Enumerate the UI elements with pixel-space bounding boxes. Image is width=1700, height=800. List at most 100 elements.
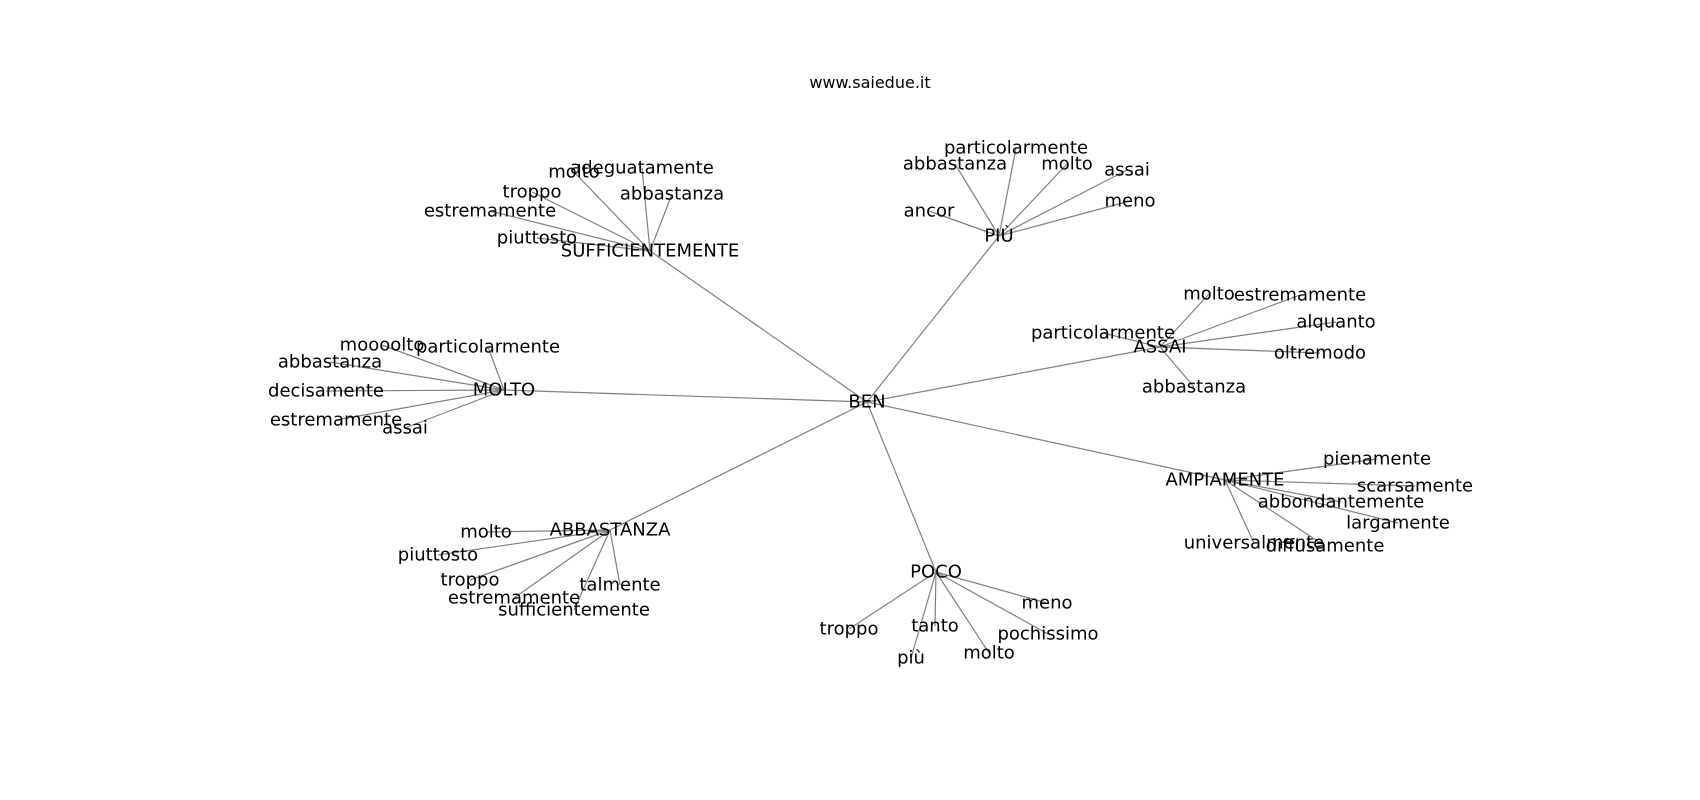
edge-hub-leaf	[609, 529, 621, 586]
edge-hub-leaf	[935, 571, 990, 654]
edge-hub-leaf	[998, 147, 1017, 237]
edge-hub-leaf	[573, 171, 651, 252]
leaf-node: molto	[1041, 154, 1093, 175]
leaf-node: più	[897, 648, 925, 669]
leaf-node: abbondantemente	[1258, 492, 1424, 513]
hub-node: SUFFICIENTEMENTE	[561, 241, 739, 262]
leaf-node: piuttosto	[497, 228, 577, 249]
edge-root-hub	[866, 401, 937, 573]
edge-hub-leaf	[573, 529, 611, 611]
hub-node: PIÙ	[984, 225, 1013, 247]
leaf-node: assai	[1104, 160, 1150, 181]
leaf-node: estremamente	[424, 201, 556, 222]
leaf-node: alquanto	[1296, 312, 1375, 333]
edge-hub-leaf	[1224, 479, 1255, 544]
leaf-node: largamente	[1346, 513, 1450, 534]
leaf-node: assai	[382, 418, 428, 439]
edge-hub-leaf	[998, 200, 1131, 237]
edge-hub-leaf	[1224, 479, 1342, 503]
leaf-node: particolarmente	[1031, 323, 1175, 344]
hub-node: POCO	[910, 562, 962, 583]
edge-root-hub	[866, 235, 1000, 403]
edge-root-hub	[609, 401, 868, 531]
edge-hub-leaf	[1159, 346, 1321, 354]
edge-hub-leaf	[536, 237, 651, 252]
leaf-node: troppo	[503, 182, 562, 203]
edge-hub-leaf	[329, 361, 505, 391]
leaf-node: molto	[963, 643, 1015, 664]
edge-hub-leaf	[928, 210, 1000, 237]
edge-hub-leaf	[404, 389, 505, 429]
edge-hub-leaf	[998, 169, 1128, 237]
leaf-node: abbastanza	[278, 352, 382, 373]
leaf-node: pienamente	[1323, 449, 1431, 470]
leaf-node: meno	[1104, 191, 1155, 212]
leaf-node: molto	[1183, 284, 1235, 305]
edge-hub-leaf	[437, 529, 611, 556]
leaf-node: estremamente	[270, 410, 402, 431]
edges	[325, 147, 1416, 659]
leaf-node: abbastanza	[1142, 377, 1246, 398]
hub-node: ASSAI	[1133, 337, 1186, 358]
leaf-node: adeguatamente	[570, 158, 714, 179]
leaf-node: oltremodo	[1274, 343, 1366, 364]
edge-hub-leaf	[1224, 479, 1399, 524]
leaf-node: pochissimo	[997, 624, 1098, 645]
leaf-node: abbastanza	[903, 154, 1007, 175]
edge-hub-leaf	[469, 529, 611, 581]
leaf-node: diffusamente	[1266, 536, 1385, 557]
leaf-node: abbastanza	[620, 184, 724, 205]
leaf-node: particolarmente	[416, 337, 560, 358]
edge-hub-leaf	[934, 571, 937, 627]
edge-hub-leaf	[1159, 346, 1195, 388]
title: www.saiedue.it	[809, 73, 930, 92]
leaf-node: estremamente	[1234, 285, 1366, 306]
edge-hub-leaf	[910, 571, 937, 659]
edge-hub-leaf	[1159, 293, 1210, 348]
edge-hub-leaf	[1224, 479, 1326, 547]
edge-hub-leaf	[935, 571, 1048, 604]
leaf-node: molto	[460, 522, 512, 543]
edge-hub-leaf	[954, 163, 1000, 237]
edge-hub-leaf	[848, 571, 937, 630]
edge-hub-leaf	[1159, 294, 1301, 348]
edge-hub-leaf	[531, 191, 651, 252]
edge-hub-leaf	[998, 163, 1068, 237]
leaf-node: troppo	[441, 570, 500, 591]
edge-hub-leaf	[1224, 458, 1378, 481]
edge-hub-leaf	[487, 346, 505, 391]
nodes: BENSUFFICIENTEMENTEadeguatamentemoltotro…	[268, 138, 1473, 669]
leaf-node: talmente	[579, 575, 660, 596]
edge-hub-leaf	[513, 529, 611, 599]
hub-node: AMPIAMENTE	[1165, 470, 1284, 491]
edge-root-hub	[649, 250, 868, 403]
edge-hub-leaf	[649, 193, 673, 252]
leaf-node: universalmente	[1184, 533, 1325, 554]
edge-hub-leaf	[325, 389, 505, 392]
edge-root-hub	[866, 401, 1226, 481]
leaf-node: tanto	[911, 616, 959, 637]
leaf-node: troppo	[820, 619, 879, 640]
leaf-node: particolarmente	[944, 138, 1088, 159]
hub-node: MOLTO	[473, 380, 535, 401]
leaf-node: decisamente	[268, 381, 384, 402]
leaf-node: sufficientemente	[498, 600, 650, 621]
leaf-node: moooolto	[340, 335, 425, 356]
edge-hub-leaf	[485, 529, 611, 533]
edge-hub-leaf	[1102, 332, 1161, 348]
edge-hub-leaf	[1224, 479, 1416, 487]
edge-root-hub	[866, 346, 1161, 403]
leaf-node: estremamente	[448, 588, 580, 609]
edge-hub-leaf	[641, 167, 651, 252]
edge-hub-leaf	[381, 344, 505, 391]
edge-root-hub	[503, 389, 868, 403]
leaf-node: ancor	[904, 201, 955, 222]
edge-hub-leaf	[935, 571, 1049, 635]
edge-hub-leaf	[335, 389, 505, 421]
leaf-node: meno	[1021, 593, 1072, 614]
leaf-node: scarsamente	[1357, 476, 1473, 497]
edge-hub-leaf	[1159, 321, 1337, 348]
edge-hub-leaf	[489, 210, 651, 252]
leaf-node: piuttosto	[398, 545, 478, 566]
